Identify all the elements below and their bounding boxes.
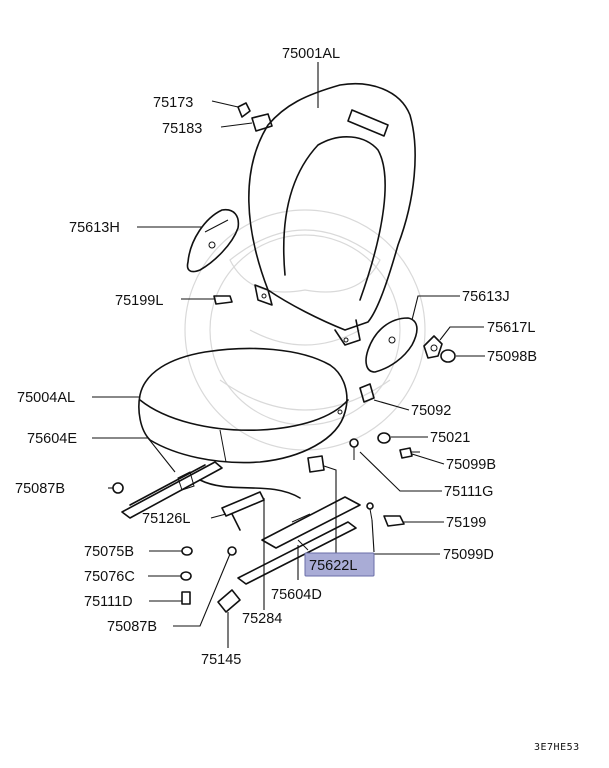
- clip-75092-part: [359, 383, 375, 403]
- diagram-code: 3E7HE53: [534, 742, 580, 753]
- bracket-75622L-part: [307, 455, 325, 473]
- label-75617L[interactable]: 75617L: [487, 320, 535, 336]
- washer-75076C-part: [180, 571, 192, 581]
- label-75173[interactable]: 75173: [153, 95, 193, 111]
- clip-75199-part: [383, 515, 405, 527]
- seat-back-part: [248, 83, 416, 346]
- label-75183[interactable]: 75183: [162, 121, 202, 137]
- label-75613H[interactable]: 75613H: [69, 220, 120, 236]
- rail-75604E-part: [121, 461, 223, 519]
- label-75284[interactable]: 75284: [242, 611, 282, 627]
- bolt-75099D-part: [366, 502, 374, 521]
- label-75604E[interactable]: 75604E: [27, 431, 77, 447]
- highlighted-part-box[interactable]: [304, 552, 375, 577]
- label-75613J[interactable]: 75613J: [462, 289, 510, 305]
- lever-75126L-part: [221, 491, 265, 531]
- seat-cushion-part: [138, 347, 349, 464]
- label-75099D[interactable]: 75099D: [443, 547, 494, 563]
- recliner-cover-75613H-part: [186, 208, 240, 273]
- clip-75199L-part: [213, 295, 233, 305]
- cover-75145-part: [217, 589, 241, 613]
- bolt-75087B-bottom-part: [227, 546, 237, 556]
- recliner-cover-75613J-part: [365, 317, 418, 373]
- bolt-75087B-top-part: [112, 482, 124, 494]
- label-75092[interactable]: 75092: [411, 403, 451, 419]
- bushing-75021-part: [377, 432, 391, 444]
- label-75099B[interactable]: 75099B: [446, 457, 496, 473]
- label-75087B-top[interactable]: 75087B: [15, 481, 65, 497]
- washer-75075B-part: [181, 546, 193, 556]
- label-75199[interactable]: 75199: [446, 515, 486, 531]
- wire-75284-part: [199, 479, 301, 499]
- label-75021[interactable]: 75021: [430, 430, 470, 446]
- label-75087B-bottom[interactable]: 75087B: [107, 619, 157, 635]
- bolt-75111G-part: [349, 438, 359, 460]
- rail-75604D-part: [237, 496, 361, 585]
- label-75075B[interactable]: 75075B: [84, 544, 134, 560]
- bolt-75099B-part: [399, 447, 420, 459]
- part-labels: 75001AL 75173 75183 75613H 75199L 75613J…: [15, 46, 537, 668]
- label-75622L[interactable]: 75622L: [309, 558, 357, 574]
- label-75111D[interactable]: 75111D: [84, 594, 133, 610]
- watermark-emblem: [184, 209, 426, 451]
- label-75098B[interactable]: 75098B: [487, 349, 537, 365]
- leader-lines: [92, 62, 485, 648]
- label-75145[interactable]: 75145: [201, 652, 241, 668]
- bolt-75111D-part: [181, 591, 191, 605]
- label-75604D[interactable]: 75604D: [271, 587, 322, 603]
- label-75001AL[interactable]: 75001AL: [282, 46, 340, 62]
- label-75199L[interactable]: 75199L: [115, 293, 163, 309]
- clip-75173-part: [237, 102, 251, 118]
- label-75126L[interactable]: 75126L: [142, 511, 190, 527]
- label-75076C[interactable]: 75076C: [84, 569, 135, 585]
- label-75111G[interactable]: 75111G: [444, 484, 493, 500]
- label-75004AL[interactable]: 75004AL: [17, 390, 75, 406]
- cap-75098B-part: [440, 349, 456, 363]
- knob-75617L-part: [423, 335, 443, 359]
- cap-75183-part: [251, 113, 273, 132]
